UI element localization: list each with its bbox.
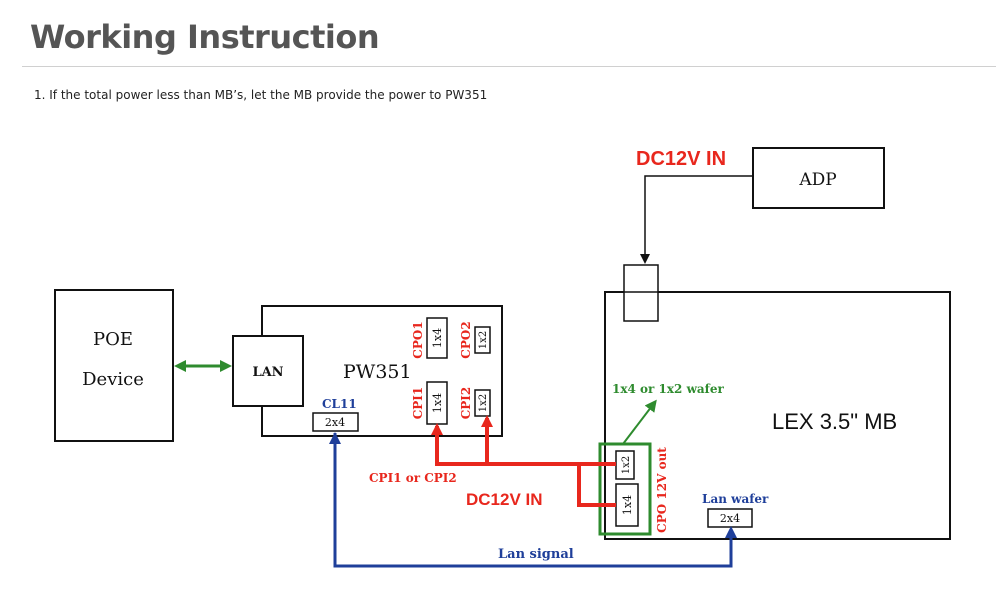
cpo-1x4-wafer-label: 1x4 — [621, 495, 634, 515]
lex-dc-jack — [623, 264, 659, 322]
lan-signal-label: Lan signal — [498, 547, 574, 562]
dc12v-power-wiring — [431, 415, 616, 507]
cpo-12v-out-label: CPO 12V out — [655, 447, 669, 533]
cpi1-connector-label: 1x4 — [431, 393, 444, 413]
cpi2-connector-label: 1x2 — [478, 394, 489, 412]
adp-power-arrow — [640, 175, 753, 264]
cpo1-label: CPO1 — [411, 321, 425, 358]
cpi-note-label: CPI1 or CPI2 — [369, 471, 457, 485]
cpo1-connector-label: 1x4 — [431, 328, 444, 348]
wafer-note-label: 1x4 or 1x2 wafer — [612, 382, 724, 396]
dc-in-bottom-label: DC12V IN — [466, 490, 543, 509]
cl11-label: CL11 — [322, 397, 357, 411]
cpi2-label: CPI2 — [459, 387, 473, 420]
adp-box — [752, 147, 885, 209]
lan-wafer-label: Lan wafer — [702, 492, 769, 506]
cpi1-label: CPI1 — [411, 387, 425, 420]
adp-label: ADP — [798, 170, 836, 190]
page-title: Working Instruction — [30, 18, 380, 56]
cl11-connector-label: 2x4 — [325, 416, 345, 429]
cpo2-connector-label: 1x2 — [478, 331, 489, 349]
title-divider — [22, 66, 996, 67]
poe-device-label: Device — [82, 369, 144, 390]
cl11-connector — [312, 412, 359, 432]
poe-label: POE — [93, 329, 133, 350]
lan-label: LAN — [252, 365, 283, 380]
cpo2-label: CPO2 — [459, 321, 473, 358]
wafer-1x4-power-line — [577, 486, 616, 507]
dc-in-top-label: DC12V IN — [636, 148, 726, 170]
cpo2-connector — [474, 326, 491, 354]
cpi1-power-line — [431, 423, 581, 486]
wafer-note-arrow — [622, 399, 657, 445]
cpo1-connector — [426, 317, 448, 359]
lex-mb-label: LEX 3.5" MB — [772, 409, 897, 434]
lex-mb-board — [604, 291, 951, 540]
pw351-label: PW351 — [343, 361, 412, 383]
cpo-1x2-wafer-label: 1x2 — [621, 456, 632, 474]
wafer-highlight — [598, 442, 652, 536]
lan-port-box — [232, 335, 304, 407]
lan-wafer-connector-label: 2x4 — [720, 512, 740, 525]
instruction-text: 1. If the total power less than MB’s, le… — [34, 88, 488, 102]
poe-device-box — [54, 289, 174, 442]
